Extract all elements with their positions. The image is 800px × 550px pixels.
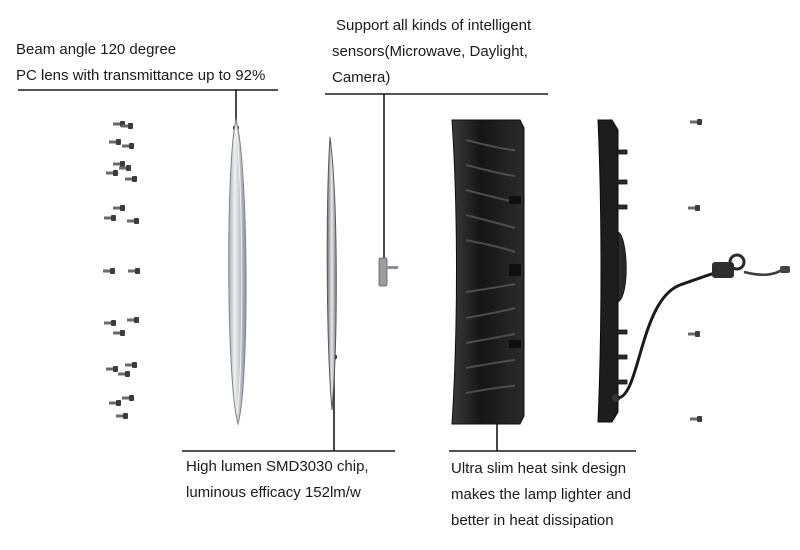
heat-sink <box>451 119 525 425</box>
power-cable <box>617 253 790 400</box>
heatsink-callout: Ultra slim heat sink design makes the la… <box>451 456 631 534</box>
heatsink-callout-line1: Ultra slim heat sink design <box>451 460 627 477</box>
sensor-callout-line1: Support all kinds of intelligent <box>336 17 532 34</box>
heatsink-callout-line3: better in heat dissipation <box>451 512 614 529</box>
driver-housing <box>597 119 628 423</box>
led-callout: High lumen SMD3030 chip, luminous effica… <box>186 454 369 506</box>
sensor-callout-line2: sensors(Microwave, Daylight, <box>332 43 528 60</box>
screws-left-icon <box>103 121 140 419</box>
sensor-module <box>378 257 398 287</box>
lens-callout: Beam angle 120 degree PC lens with trans… <box>16 37 265 89</box>
pc-lens <box>228 118 247 426</box>
led-board <box>326 136 337 411</box>
sensor-callout-line3: Camera) <box>332 69 391 86</box>
led-callout-line2: luminous efficacy 152lm/w <box>186 484 361 501</box>
sensor-callout: Support all kinds of intelligent sensors… <box>332 13 531 91</box>
heatsink-callout-line2: makes the lamp lighter and <box>451 486 632 503</box>
lens-callout-line1: Beam angle 120 degree <box>16 41 177 58</box>
led-callout-line1: High lumen SMD3030 chip, <box>186 458 369 475</box>
screws-right-icon <box>688 119 702 422</box>
lens-callout-line2: PC lens with transmittance up to 92% <box>16 67 266 84</box>
